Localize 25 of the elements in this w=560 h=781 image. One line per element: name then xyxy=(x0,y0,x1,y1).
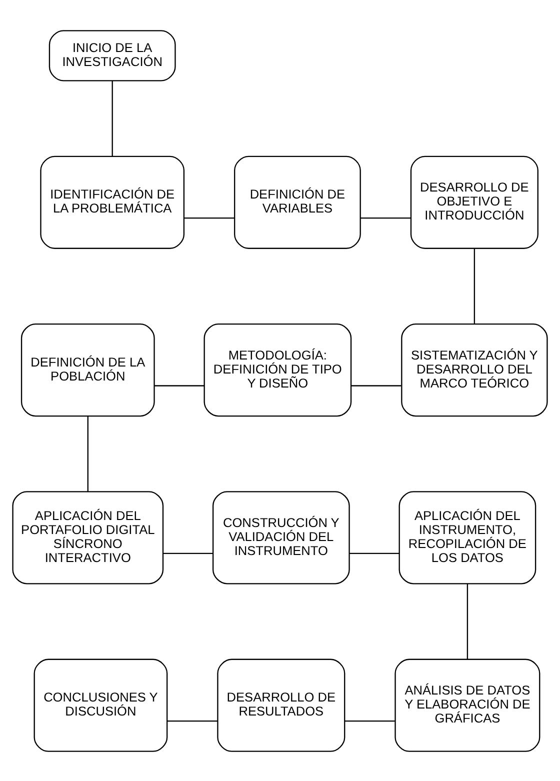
connector xyxy=(474,248,476,324)
connector xyxy=(349,552,400,554)
connector xyxy=(87,416,88,492)
node-box: DEFINICIÓN DE VARIABLES xyxy=(234,155,361,248)
node-box: CONCLUSIONES Y DISCUSIÓN xyxy=(34,658,168,752)
node-box: APLICACIÓN DEL INSTRUMENTO, RECOPILACIÓN DE LOS DATOS xyxy=(398,490,536,584)
connector xyxy=(163,552,214,554)
connector xyxy=(112,80,113,156)
node-box: DESARROLLO DE OBJETIVO E INTRODUCCIÓN xyxy=(410,155,538,248)
node-box: IDENTIFICACIÓN DE LA PROBLEMÁTICA xyxy=(40,155,185,248)
connector xyxy=(167,720,218,722)
node-box: DESARROLLO DE RESULTADOS xyxy=(217,658,346,752)
connector xyxy=(351,384,402,386)
node-box: APLICACIÓN DEL PORTAFOLIO DIGITAL SÍNCRONO INTERACTIVO xyxy=(12,490,164,584)
node-box: ANÁLISIS DE DATOS Y ELABORACIÓN DE GRÁFICAS xyxy=(394,658,540,752)
node-box: INICIO DE LA INVESTIGACIÓN xyxy=(48,30,176,81)
connector xyxy=(344,720,395,722)
node-box: CONSTRUCCIÓN Y VALIDACIÓN DEL INSTRUMENTO xyxy=(212,490,350,584)
connector xyxy=(184,217,235,218)
connector xyxy=(466,583,468,659)
node-box: SISTEMATIZACIÓN Y DESARROLLO DEL MARCO TEÓRICO xyxy=(401,322,548,416)
node-box: DEFINICIÓN DE LA POBLACIÓN xyxy=(20,322,155,416)
connector xyxy=(360,217,411,218)
connector xyxy=(154,384,204,386)
node-box: METODOLOGÍA: DEFINICIÓN DE TIPO Y DISEÑO xyxy=(204,322,352,416)
